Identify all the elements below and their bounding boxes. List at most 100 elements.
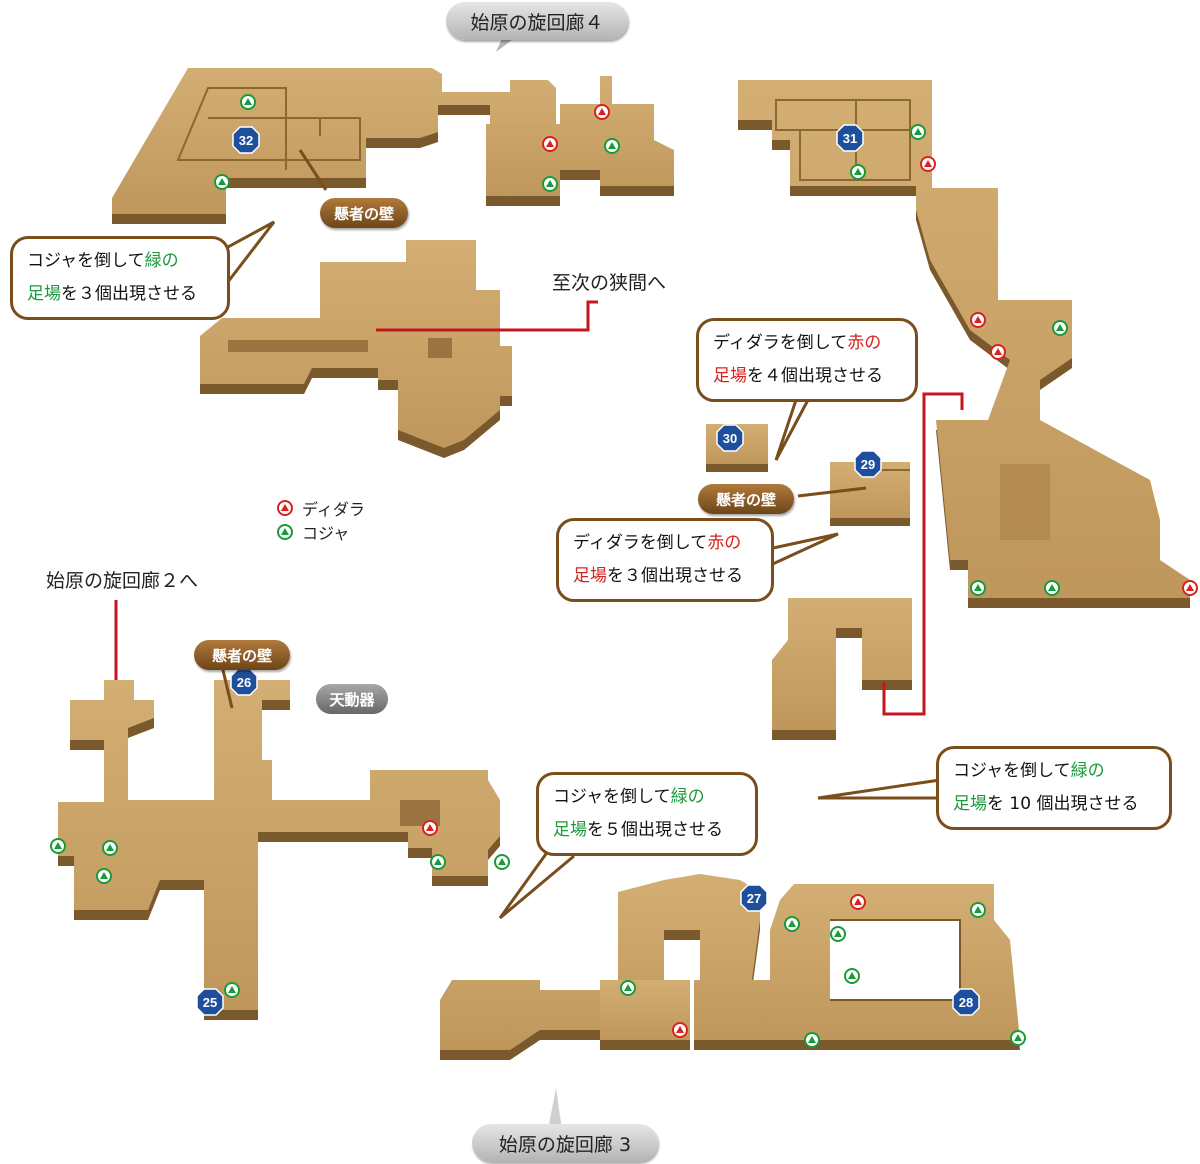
green-marker <box>784 916 800 932</box>
badge-30: 30 <box>716 424 744 452</box>
callout-text: を４個出現させる <box>747 366 883 386</box>
green-marker <box>1052 320 1068 336</box>
floor-right-middle <box>772 598 912 740</box>
callout-text: を 10 個出現させる <box>987 794 1139 814</box>
red-marker <box>594 104 610 120</box>
green-marker <box>1044 580 1060 596</box>
svg-text:27: 27 <box>747 891 761 906</box>
area-label-bottom[interactable]: 始原の旋回廊 3 <box>472 1124 658 1162</box>
green-marker <box>970 902 986 918</box>
red-marker <box>990 344 1006 360</box>
wall-tag-top[interactable]: 懸者の壁 <box>320 198 408 228</box>
legend-green-label: コジャ <box>302 524 350 543</box>
badge-27: 27 <box>740 884 768 912</box>
callout-highlight: 足場 <box>573 566 607 586</box>
callout-green-5: コジャを倒して緑の 足場を５個出現させる <box>536 772 758 856</box>
badge-29: 29 <box>854 450 882 478</box>
green-marker <box>50 838 66 854</box>
callout-highlight: 足場 <box>27 284 61 304</box>
green-marker <box>844 968 860 984</box>
red-marker <box>1182 580 1198 596</box>
svg-text:29: 29 <box>861 457 875 472</box>
green-marker <box>224 982 240 998</box>
floor-center-left <box>200 240 512 458</box>
green-marker <box>214 174 230 190</box>
callout-pointers <box>203 149 941 920</box>
badge-28: 28 <box>952 988 980 1016</box>
tendouki-tag[interactable]: 天動器 <box>316 684 388 714</box>
red-marker-icon <box>277 500 293 516</box>
callout-highlight: 赤の <box>847 333 882 353</box>
area-label-top[interactable]: 始原の旋回廊４ <box>446 2 628 40</box>
badge-32: 32 <box>232 126 260 154</box>
route-right <box>882 392 964 716</box>
green-marker <box>970 580 986 596</box>
green-marker-icon <box>277 524 293 540</box>
destination-next-gap[interactable]: 至次の狭間へ <box>552 272 667 294</box>
svg-text:28: 28 <box>959 995 973 1010</box>
floor-bottom-left <box>58 680 500 1020</box>
route-to-next-gap <box>376 300 598 332</box>
green-marker <box>620 980 636 996</box>
badge-31: 31 <box>836 124 864 152</box>
green-markers <box>50 94 1068 1048</box>
green-marker <box>830 926 846 942</box>
destination-corridor2[interactable]: 始原の旋回廊２へ <box>46 570 199 592</box>
green-marker <box>96 868 112 884</box>
callout-text: ディダラを倒して <box>713 333 848 353</box>
callout-highlight: 足場 <box>713 366 747 386</box>
callout-highlight: 緑の <box>670 787 705 807</box>
callout-highlight: 緑の <box>1070 761 1105 781</box>
red-marker <box>920 156 936 172</box>
number-badges: 32 31 30 29 26 27 28 25 <box>196 124 980 1016</box>
callout-highlight: 赤の <box>707 533 742 553</box>
green-marker <box>850 164 866 180</box>
red-markers <box>422 104 1198 1038</box>
svg-text:30: 30 <box>723 431 737 446</box>
callout-red-4: ディダラを倒して赤の 足場を４個出現させる <box>696 318 918 402</box>
callout-green-3: コジャを倒して緑の 足場を３個出現させる <box>10 236 230 320</box>
green-marker <box>804 1032 820 1048</box>
red-marker <box>850 894 866 910</box>
red-marker <box>672 1022 688 1038</box>
callout-text: を３個出現させる <box>61 284 197 304</box>
callout-text: コジャを倒して <box>27 251 145 271</box>
green-marker <box>1010 1030 1026 1046</box>
callout-highlight: 緑の <box>144 251 179 271</box>
callout-text: コジャを倒して <box>553 787 671 807</box>
svg-text:25: 25 <box>203 995 217 1010</box>
svg-text:31: 31 <box>843 131 857 146</box>
wall-tag-middle[interactable]: 懸者の壁 <box>698 484 794 514</box>
route-lines <box>114 300 964 716</box>
callout-text: を５個出現させる <box>587 820 723 840</box>
callout-highlight: 足場 <box>553 820 587 840</box>
green-marker <box>430 854 446 870</box>
callout-green-10: コジャを倒して緑の 足場を 10 個出現させる <box>936 746 1172 830</box>
green-marker <box>102 840 118 856</box>
callout-text: を３個出現させる <box>607 566 743 586</box>
floor-bottom-right <box>440 874 1020 1060</box>
legend-green: コジャ <box>276 520 349 544</box>
legend-red-label: ディダラ <box>302 500 365 519</box>
badge-26: 26 <box>230 668 258 696</box>
green-marker <box>910 124 926 140</box>
red-marker <box>422 820 438 836</box>
floor-top-middle <box>486 76 674 206</box>
badge-25: 25 <box>196 988 224 1016</box>
red-marker <box>970 312 986 328</box>
svg-text:26: 26 <box>237 675 251 690</box>
green-marker <box>494 854 510 870</box>
legend-red: ディダラ <box>276 496 365 520</box>
green-marker <box>240 94 256 110</box>
green-marker <box>604 138 620 154</box>
svg-text:32: 32 <box>239 133 253 148</box>
wall-tag-bottom[interactable]: 懸者の壁 <box>194 640 290 670</box>
callout-red-3: ディダラを倒して赤の 足場を３個出現させる <box>556 518 774 602</box>
red-marker <box>542 136 558 152</box>
green-marker <box>542 176 558 192</box>
callout-text: ディダラを倒して <box>573 533 708 553</box>
callout-highlight: 足場 <box>953 794 987 814</box>
area-bottom-tail <box>548 1088 562 1130</box>
callout-text: コジャを倒して <box>953 761 1071 781</box>
